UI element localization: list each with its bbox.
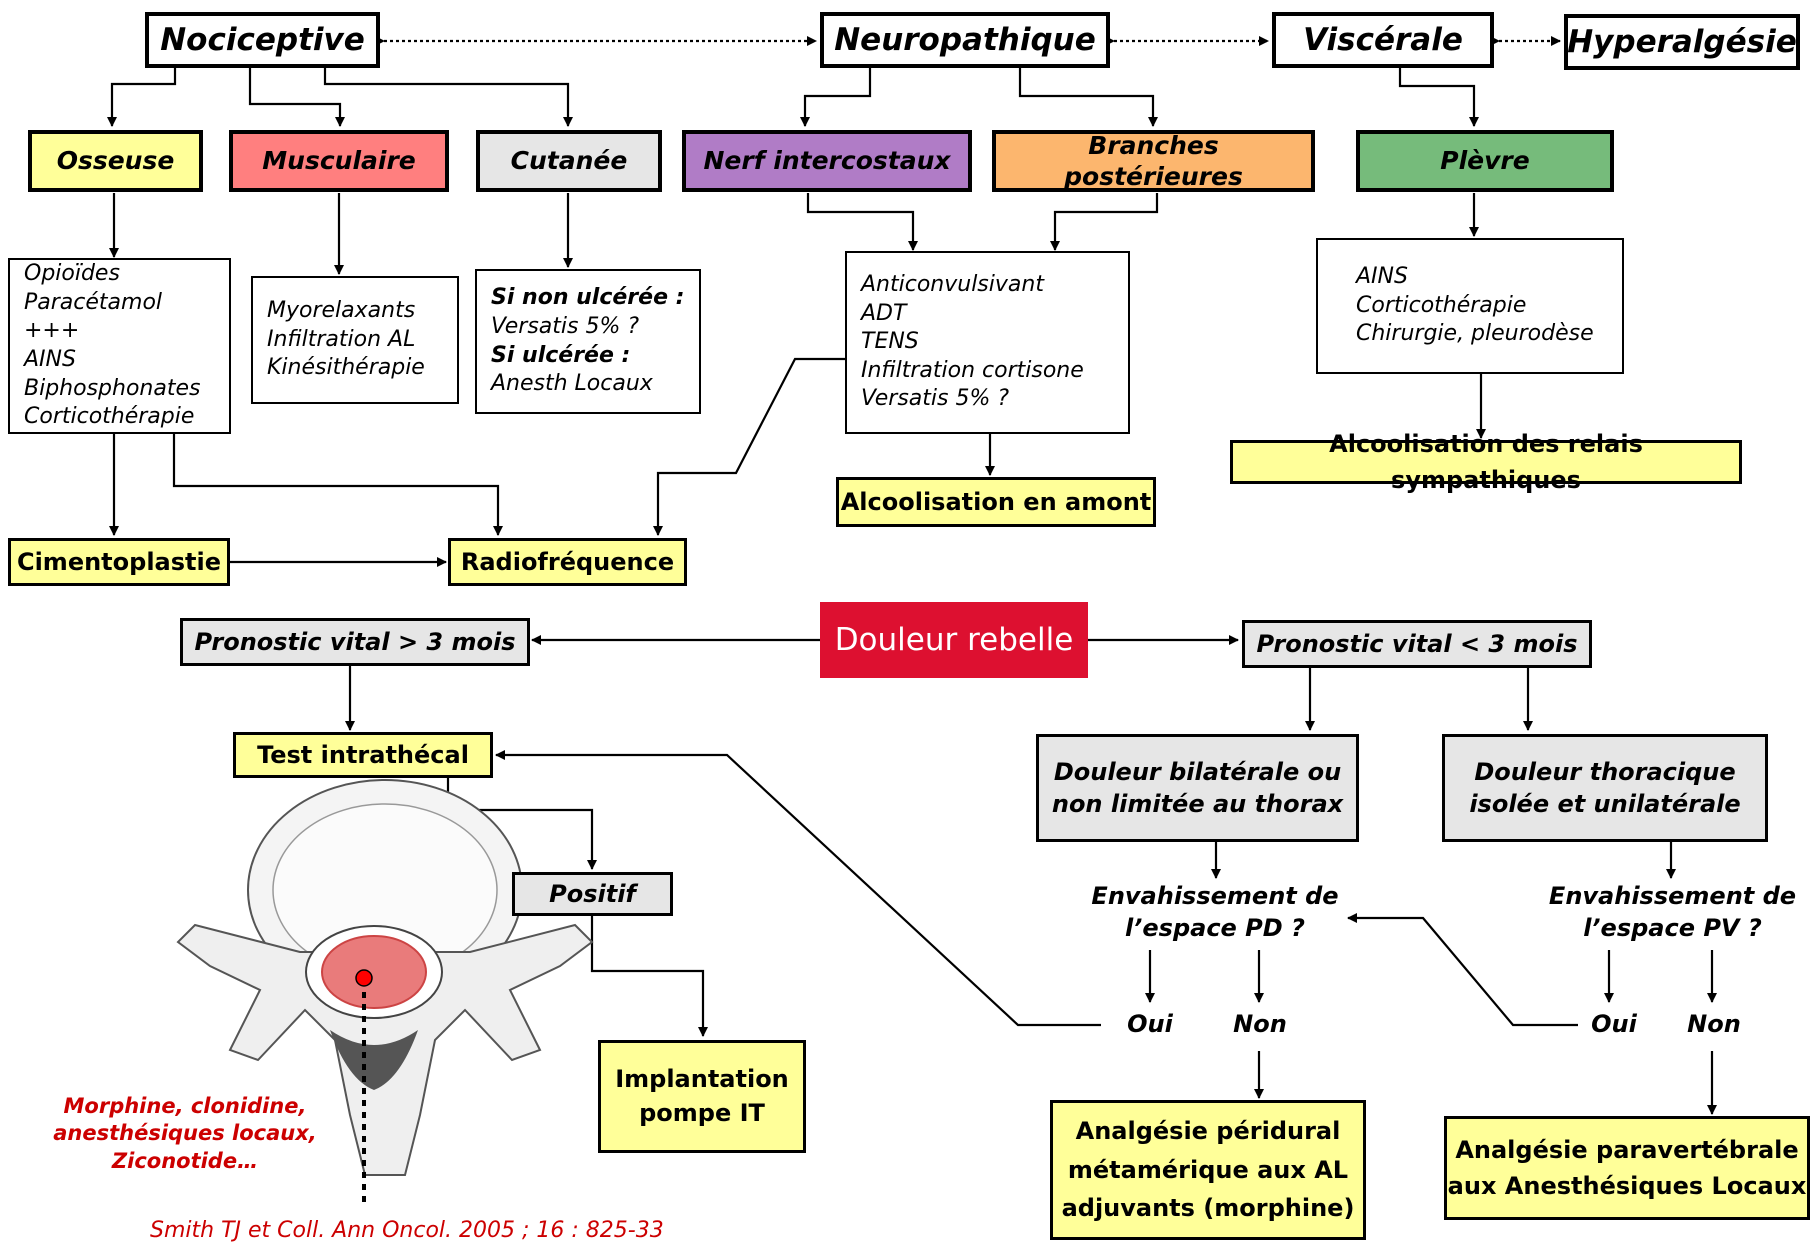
envahissement-pd: Envahissement de l’espace PD ? (1090, 880, 1340, 945)
non-ulceree-label: Si non ulcérée : (491, 285, 685, 311)
douleur-bilaterale-line: Douleur bilatérale ou (1053, 757, 1342, 786)
intrathecal-drugs-line: Morphine, clonidine, (63, 1094, 307, 1118)
radiofrequence-box: Radiofréquence (448, 538, 687, 586)
treatment-item: AINS (24, 347, 76, 372)
treatment-item: Corticothérapie (24, 404, 195, 430)
viscerale-label: Viscérale (1303, 21, 1463, 58)
plevre-box: Plèvre (1356, 130, 1614, 192)
plevre-label: Plèvre (1440, 146, 1530, 176)
ulceree-label: Si ulcérée : (491, 342, 631, 368)
analgesie-peridurale-line: métamérique aux AL (1067, 1155, 1349, 1184)
analgesie-paravertebrale-line: Analgésie paravertébrale (1455, 1136, 1799, 1164)
treatment-item: Opioïdes (24, 261, 120, 287)
radiofrequence-label: Radiofréquence (460, 548, 675, 576)
intrathecal-drugs: Morphine, clonidine, anesthésiques locau… (40, 1093, 330, 1175)
analgesie-peridurale-line: Analgésie péridural (1075, 1117, 1341, 1146)
non-pv: Non (1687, 1010, 1741, 1038)
envahissement-pv-line: Envahissement de (1548, 882, 1797, 910)
intrathecal-drugs-line: anesthésiques locaux, (53, 1121, 317, 1146)
douleur-rebelle-label: Douleur rebelle (834, 622, 1074, 658)
pronostic-inf-box: Pronostic vital < 3 mois (1242, 620, 1592, 668)
nerf-intercostaux-box: Nerf intercostaux (682, 130, 972, 192)
treatment-item: Versatis 5% ? (491, 313, 640, 339)
oui-pd: Oui (1127, 1010, 1173, 1038)
treatment-item: Anticonvulsivant (861, 272, 1044, 298)
branches-posterieures-label: Branches postérieures (1064, 130, 1243, 191)
vertebra-illustration (176, 779, 594, 1176)
nociceptive-box: Nociceptive (145, 12, 380, 68)
cutanee-box: Cutanée (476, 130, 662, 192)
envahissement-pv-line: l’espace PV ? (1583, 914, 1762, 943)
treatment-item: Infiltration AL (267, 326, 416, 352)
neuropathique-box: Neuropathique (820, 12, 1110, 68)
pronostic-inf-label: Pronostic vital < 3 mois (1256, 629, 1578, 658)
treatment-item: Infiltration cortisone (861, 357, 1084, 383)
douleur-bilaterale-line: non limitée au thorax (1051, 790, 1344, 818)
douleur-bilaterale-box: Douleur bilatérale ou non limitée au tho… (1036, 734, 1359, 842)
treatment-item: Biphosphonates (24, 375, 201, 401)
treatment-item: Kinésithérapie (267, 355, 425, 381)
cutanee-treatments: Si non ulcérée : Versatis 5% ? Si ulcéré… (475, 269, 701, 414)
viscerale-treatments: AINS Corticothérapie Chirurgie, pleurodè… (1316, 238, 1624, 374)
analgesie-paravertebrale-box: Analgésie paravertébrale aux Anesthésiqu… (1444, 1116, 1810, 1220)
implantation-line: Implantation (615, 1064, 789, 1093)
musculaire-label: Musculaire (262, 146, 416, 176)
treatment-item: ADT (861, 300, 907, 326)
envahissement-pv: Envahissement de l’espace PV ? (1545, 880, 1800, 945)
hyperalgesie-label: Hyperalgésie (1567, 23, 1797, 60)
cutanee-label: Cutanée (510, 146, 628, 176)
pronostic-sup-label: Pronostic vital > 3 mois (194, 627, 516, 656)
analgesie-peridurale-line: adjuvants (morphine) (1061, 1194, 1355, 1223)
musculaire-treatments: Myorelaxants Infiltration AL Kinésithéra… (251, 276, 459, 404)
positif-box: Positif (512, 872, 673, 916)
douleur-rebelle-box: Douleur rebelle (820, 602, 1088, 678)
treatment-item: Myorelaxants (267, 298, 416, 324)
analgesie-paravertebrale-line: aux Anesthésiques Locaux (1447, 1172, 1807, 1200)
test-intrathecal-box: Test intrathécal (233, 732, 493, 778)
neuropathique-label: Neuropathique (834, 21, 1096, 58)
treatment-item: Corticothérapie (1356, 292, 1527, 318)
treatment-item: Paracétamol +++ (24, 289, 163, 344)
citation: Smith TJ et Coll. Ann Oncol. 2005 ; 16 :… (150, 1218, 664, 1243)
implantation-line: pompe IT (639, 1098, 765, 1127)
treatment-item: TENS (861, 329, 919, 355)
douleur-thoracique-line: isolée et unilatérale (1469, 790, 1741, 818)
hyperalgesie-box: Hyperalgésie (1564, 14, 1800, 70)
implantation-box: Implantation pompe IT (598, 1040, 806, 1153)
osseuse-treatments: Opioïdes Paracétamol +++ AINS Biphosphon… (8, 258, 231, 434)
branches-posterieures-box: Branches postérieures (992, 130, 1315, 192)
oui-pv: Oui (1591, 1010, 1637, 1038)
envahissement-pd-line: Envahissement de (1091, 882, 1339, 910)
treatment-item: Chirurgie, pleurodèse (1356, 321, 1594, 347)
douleur-thoracique-line: Douleur thoracique (1474, 757, 1736, 786)
cimentoplastie-label: Cimentoplastie (16, 548, 222, 576)
pronostic-sup-box: Pronostic vital > 3 mois (180, 618, 530, 666)
positif-label: Positif (549, 879, 636, 908)
viscerale-box: Viscérale (1272, 12, 1494, 68)
nerf-intercostaux-label: Nerf intercostaux (703, 146, 951, 176)
intrathecal-drugs-line: Ziconotide… (111, 1148, 259, 1173)
treatment-item: Anesth Locaux (491, 371, 653, 397)
osseuse-box: Osseuse (28, 130, 203, 192)
alcoolisation-relais-label: Alcoolisation des relais sympathiques (1329, 430, 1643, 494)
douleur-thoracique-box: Douleur thoracique isolée et unilatérale (1442, 734, 1768, 842)
alcoolisation-amont-box: Alcoolisation en amont (836, 477, 1156, 527)
envahissement-pd-line: l’espace PD ? (1125, 914, 1305, 943)
test-intrathecal-label: Test intrathécal (257, 741, 469, 769)
treatment-item: AINS (1356, 264, 1408, 290)
alcoolisation-amont-label: Alcoolisation en amont (840, 488, 1152, 516)
non-pd: Non (1233, 1010, 1287, 1038)
alcoolisation-relais-box: Alcoolisation des relais sympathiques (1230, 430, 1742, 494)
cimentoplastie-box: Cimentoplastie (8, 538, 230, 586)
treatment-item: Versatis 5% ? (861, 386, 1010, 412)
injection-path (355, 969, 373, 1202)
analgesie-peridurale-box: Analgésie péridural métamérique aux AL a… (1050, 1100, 1366, 1240)
nociceptive-label: Nociceptive (160, 21, 365, 58)
osseuse-label: Osseuse (56, 146, 175, 176)
neuropathique-treatments: Anticonvulsivant ADT TENS Infiltration c… (845, 251, 1130, 434)
musculaire-box: Musculaire (229, 130, 449, 192)
